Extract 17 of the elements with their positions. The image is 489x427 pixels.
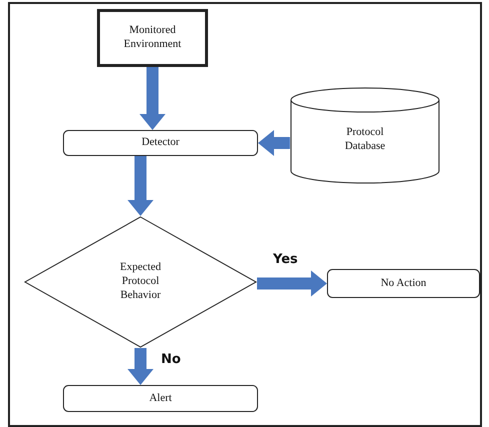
block-arrow bbox=[258, 130, 290, 156]
node-text: Detector bbox=[142, 136, 180, 150]
node-text: Monitored Environment bbox=[122, 24, 182, 52]
database-cylinder bbox=[290, 88, 440, 183]
block-arrow bbox=[128, 156, 154, 216]
node-text: Protocol Database bbox=[344, 126, 386, 154]
node-text: No Action bbox=[380, 276, 426, 290]
node-text: Alert bbox=[149, 392, 172, 406]
process-box bbox=[327, 269, 480, 298]
block-arrow bbox=[257, 270, 327, 296]
process-box bbox=[97, 9, 208, 67]
block-arrow bbox=[128, 348, 154, 385]
process-box bbox=[63, 385, 258, 412]
block-arrow bbox=[140, 67, 166, 130]
decision-diamond bbox=[24, 216, 257, 348]
node-text: Expected Protocol Behavior bbox=[119, 261, 162, 303]
process-box bbox=[63, 130, 258, 156]
